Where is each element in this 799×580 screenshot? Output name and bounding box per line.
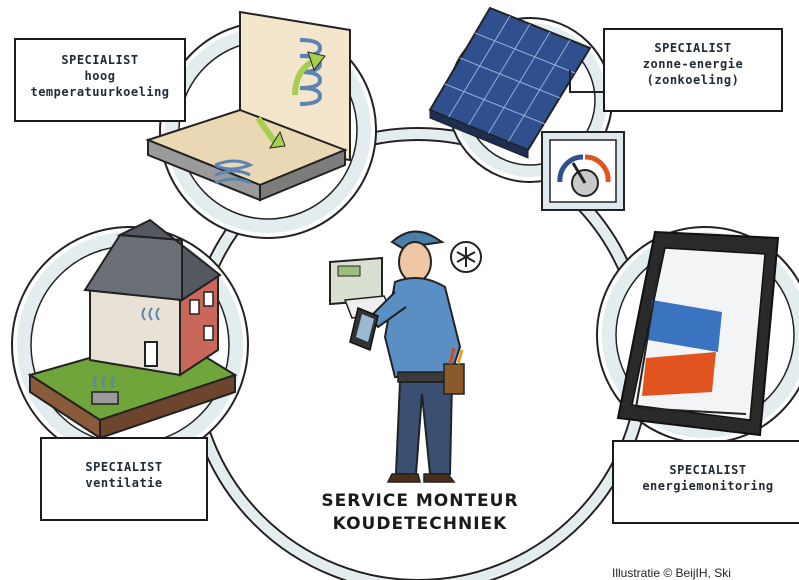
snowflake-icon bbox=[450, 241, 482, 273]
specialist-heading: SPECIALIST bbox=[669, 463, 747, 477]
gauge-icon bbox=[541, 131, 625, 211]
specialist-line: temperatuurkoeling bbox=[30, 85, 170, 99]
house-icon bbox=[11, 218, 249, 464]
technician-icon bbox=[329, 230, 465, 483]
specialist-box-energy-monitoring: SPECIALIST energiemonitoring bbox=[612, 440, 799, 524]
specialist-heading: SPECIALIST bbox=[61, 53, 139, 67]
specialist-box-solar-energy: SPECIALIST zonne-energie (zonkoeling) bbox=[603, 28, 783, 112]
heat-panel-icon bbox=[145, 10, 377, 239]
specialist-box-ventilation: SPECIALIST ventilatie bbox=[40, 437, 208, 521]
specialist-line: energiemonitoring bbox=[642, 479, 774, 493]
illustration-credit: Illustratie © BeijIH, Ski bbox=[612, 566, 731, 580]
specialist-line: hoog bbox=[84, 69, 116, 83]
center-title-line-1: SERVICE MONTEUR bbox=[321, 491, 519, 511]
specialist-line: zonne-energie bbox=[642, 57, 744, 71]
tablet-chart-icon bbox=[596, 226, 799, 444]
specialist-heading: SPECIALIST bbox=[85, 460, 163, 474]
specialist-line: ventilatie bbox=[85, 476, 163, 490]
specialist-heading: SPECIALIST bbox=[654, 41, 732, 55]
center-title-line-2: KOUDETECHNIEK bbox=[332, 514, 508, 534]
specialist-box-high-temp-cooling: SPECIALIST hoog temperatuurkoeling bbox=[14, 38, 186, 122]
specialist-line: (zonkoeling) bbox=[646, 73, 740, 87]
